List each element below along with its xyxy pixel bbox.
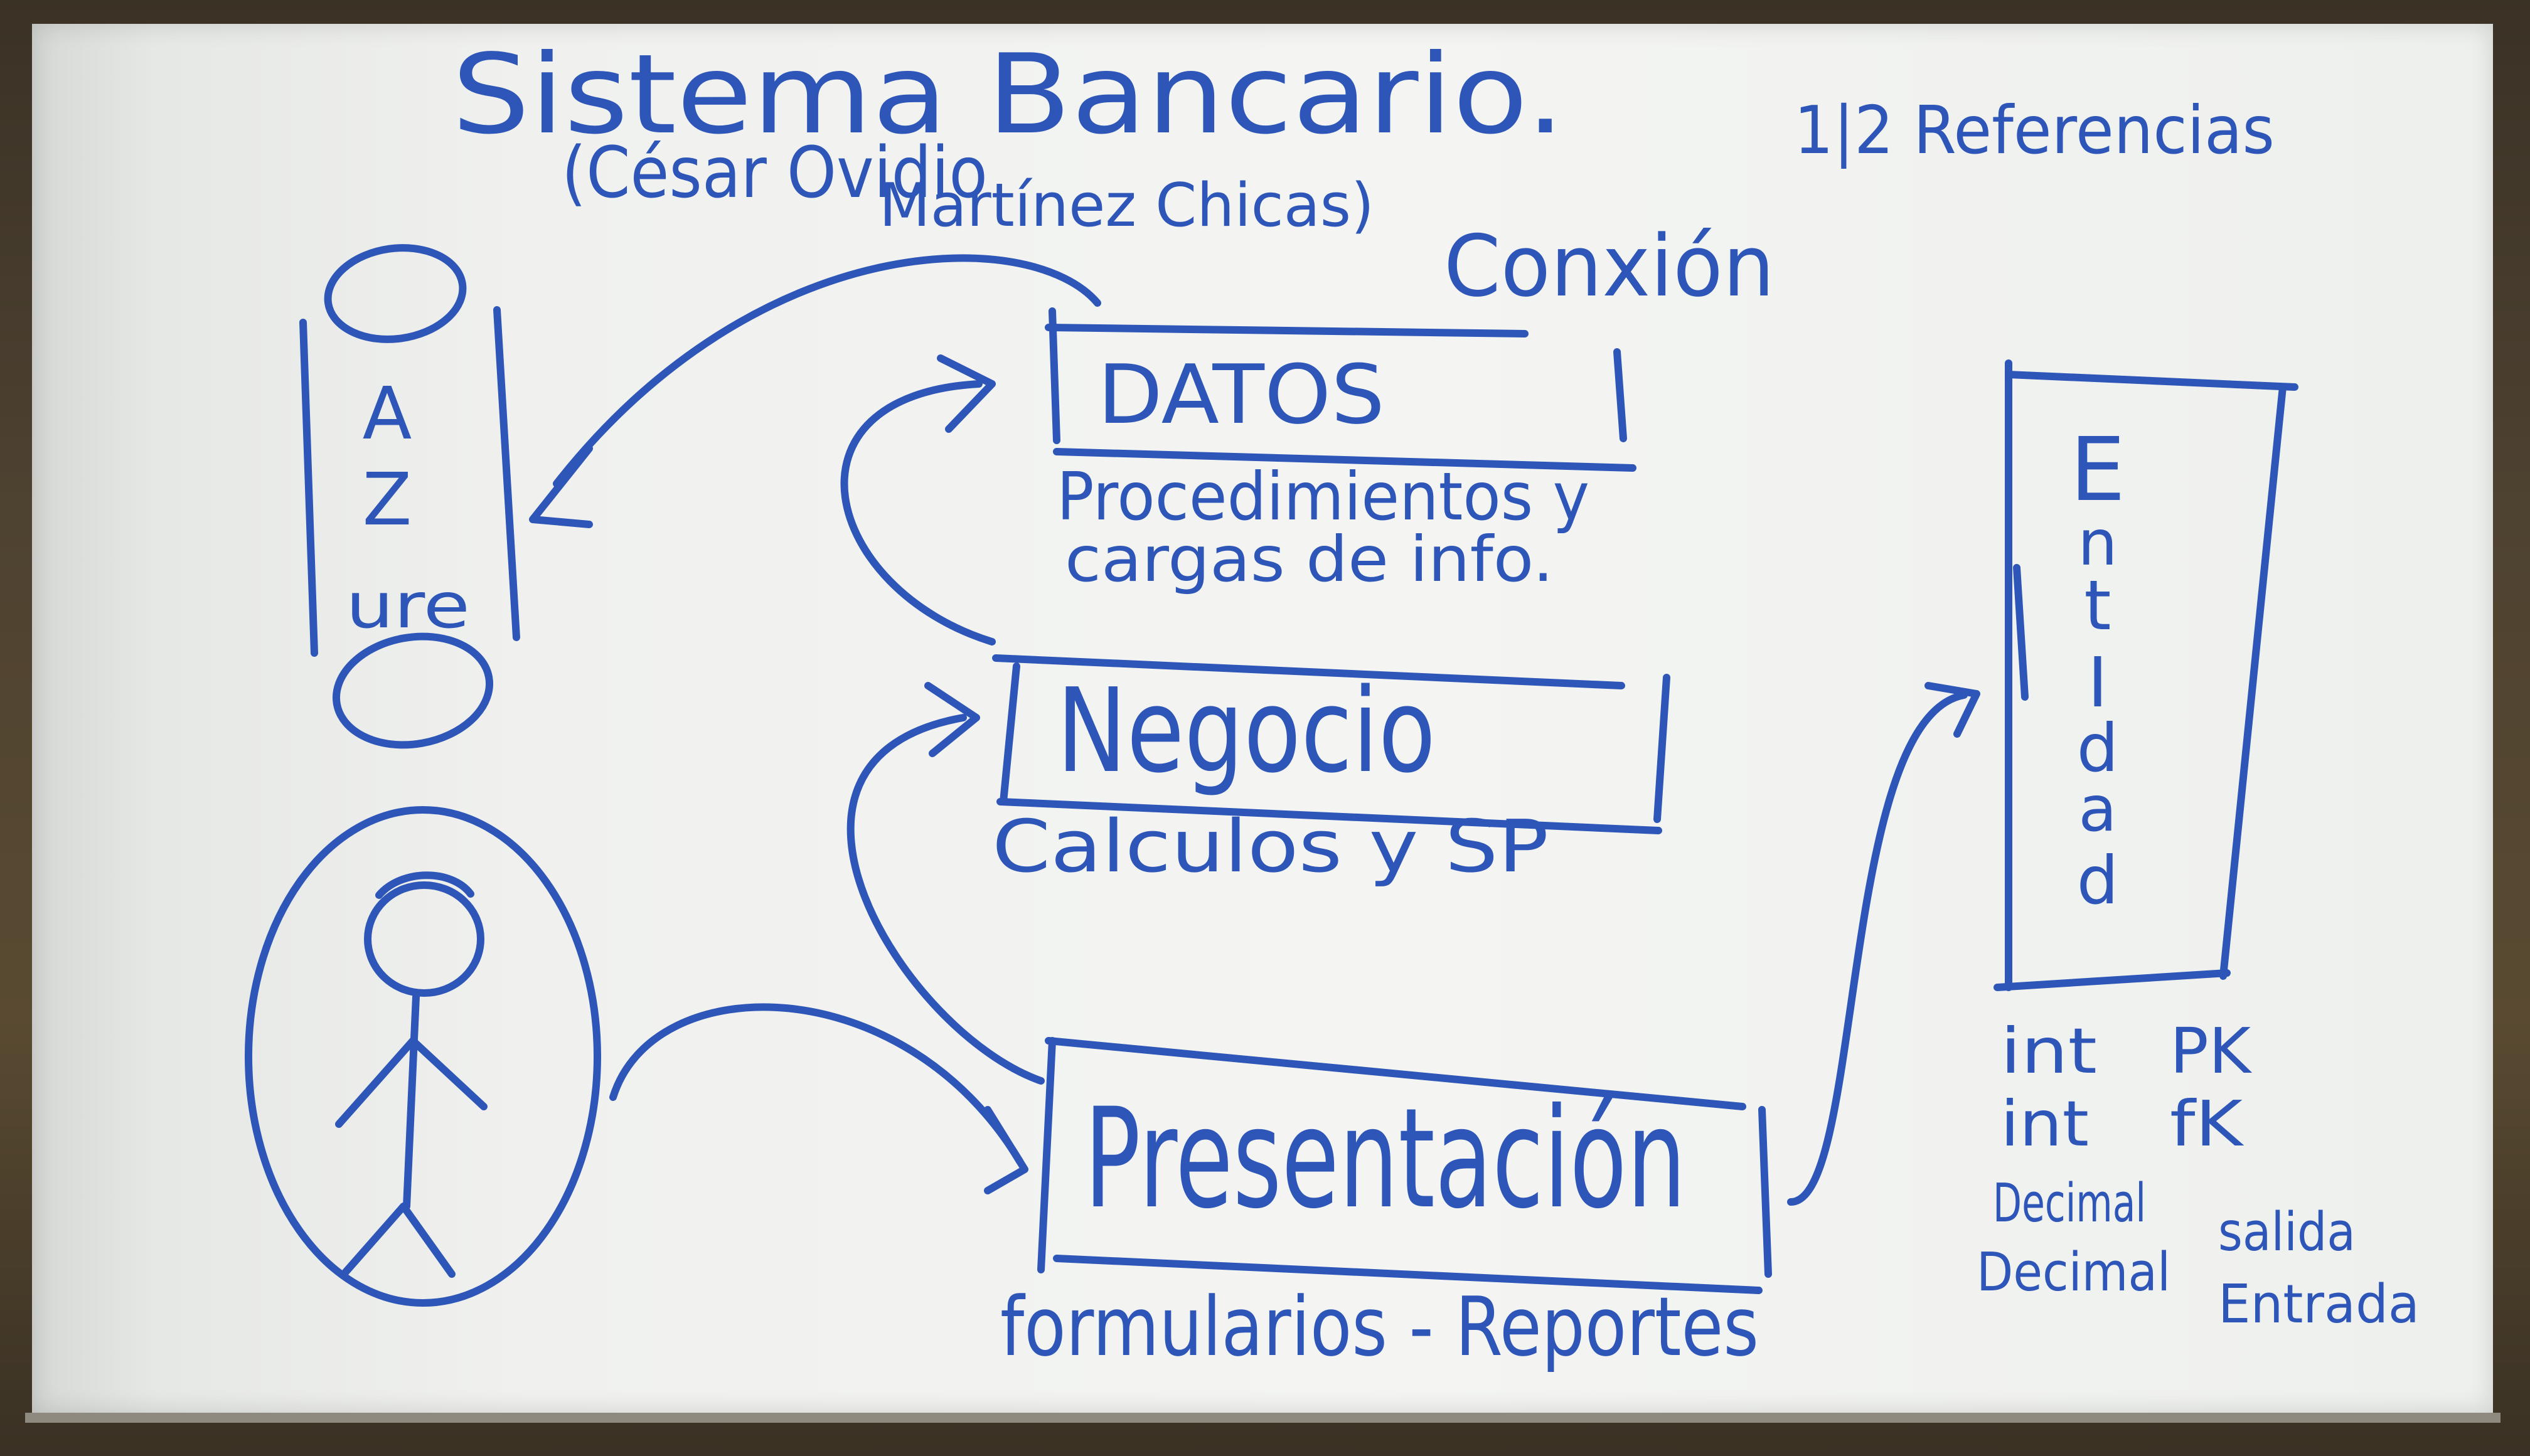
attribute-type: Decimal [1993,1172,2146,1235]
azure-cylinder-top [324,244,467,343]
entidad-letter: n [2078,506,2117,580]
entidad-box: E n t I d a d [1994,359,2298,991]
azure-cylinder: A Z ure [299,244,520,749]
arrowhead-presentacion-to-negocio [924,682,980,757]
azure-label-letter: ure [346,569,470,642]
connection-label: Conxión [1444,217,1775,316]
datos-label: DATOS [1097,347,1385,442]
stick-figure-legs [340,1203,456,1278]
attribute-type: int [2000,1014,2097,1088]
negocio-layer-box: Negocio [992,654,1670,834]
entidad-box-bottom [1994,969,2231,991]
entidad-letter: E [2070,419,2125,521]
attribute-key: fK [2170,1087,2244,1161]
arrowhead-user-to-presentacion [984,1106,1028,1194]
presentacion-box-left [1037,1037,1056,1273]
stick-figure-head-scribble [375,871,474,899]
datos-description-line: cargas de info. [1065,523,1554,596]
azure-cylinder-left-edge [299,319,318,657]
entidad-letter: t [2084,565,2111,646]
user-stick-figure [245,806,601,1307]
arrow-datos-to-azure [553,254,1101,487]
datos-layer-box: DATOS [1045,307,1636,472]
author-line-2: Martínez Chicas) [879,171,1374,240]
stick-figure-body [403,993,420,1210]
whiteboard-tray [25,1413,2501,1423]
presentacion-layer-box: Presentación [1037,1037,1772,1294]
negocio-box-left [1000,662,1020,805]
presentacion-description-line: formularios - Reportes [1000,1279,1759,1374]
presentacion-box-bottom [1053,1255,1763,1294]
datos-box-right [1613,348,1627,442]
negocio-box-bottom [996,798,1662,834]
datos-box-left [1049,307,1060,444]
negocio-label: Negocio [1057,663,1436,799]
references-label: 1|2 Referencias [1794,92,2275,169]
arrow-presentacion-to-entidad [1787,691,1968,1206]
datos-box-top [1045,324,1529,337]
entidad-box-right [2219,383,2287,980]
arrowhead-negocio-to-datos [937,354,996,433]
attribute-key: PK [2170,1014,2252,1088]
author-line-1: (César Ovidio [562,132,988,214]
diagram-title: Sistema Bancario. [452,31,1565,159]
attribute-type: int [2000,1087,2089,1161]
attribute-type: Decimal [1977,1241,2170,1304]
stick-figure-head [364,881,484,997]
entidad-attribute-list: int PK int fK Decimal salida Decimal Ent… [1977,1014,2420,1336]
stick-figure-arms [335,1037,488,1128]
datos-box-bottom [1053,448,1636,472]
attribute-key: salida [2218,1201,2356,1263]
azure-label-letter: A [363,372,412,456]
entidad-letter: d [2077,842,2119,919]
negocio-box-top [992,654,1625,689]
arrow-presentacion-to-negocio [846,714,1045,1085]
azure-cylinder-right-edge [493,306,520,641]
entidad-box-inner-stroke [2013,564,2029,701]
arrow-negocio-to-datos [840,380,996,646]
attribute-key: Entrada [2218,1273,2420,1336]
entidad-letter: a [2078,772,2116,846]
arrowhead-datos-to-azure [529,445,593,528]
entidad-letter: d [2077,710,2119,787]
presentacion-box-top [1045,1037,1746,1110]
datos-description-line: Procedimientos y [1057,459,1589,535]
arrowhead-presentacion-to-entidad [1924,682,1980,738]
presentacion-box-right [1758,1106,1772,1278]
azure-label-letter: Z [363,458,412,542]
arrow-user-to-presentacion [609,1003,1023,1165]
entidad-box-top [2005,371,2298,391]
entidad-letter: I [2088,642,2108,723]
azure-cylinder-bottom [332,632,494,749]
user-ellipse [245,806,601,1307]
presentacion-label: Presentación [1084,1078,1686,1239]
negocio-description-line: Calculos y SP [992,805,1549,889]
negocio-box-right [1653,674,1670,823]
